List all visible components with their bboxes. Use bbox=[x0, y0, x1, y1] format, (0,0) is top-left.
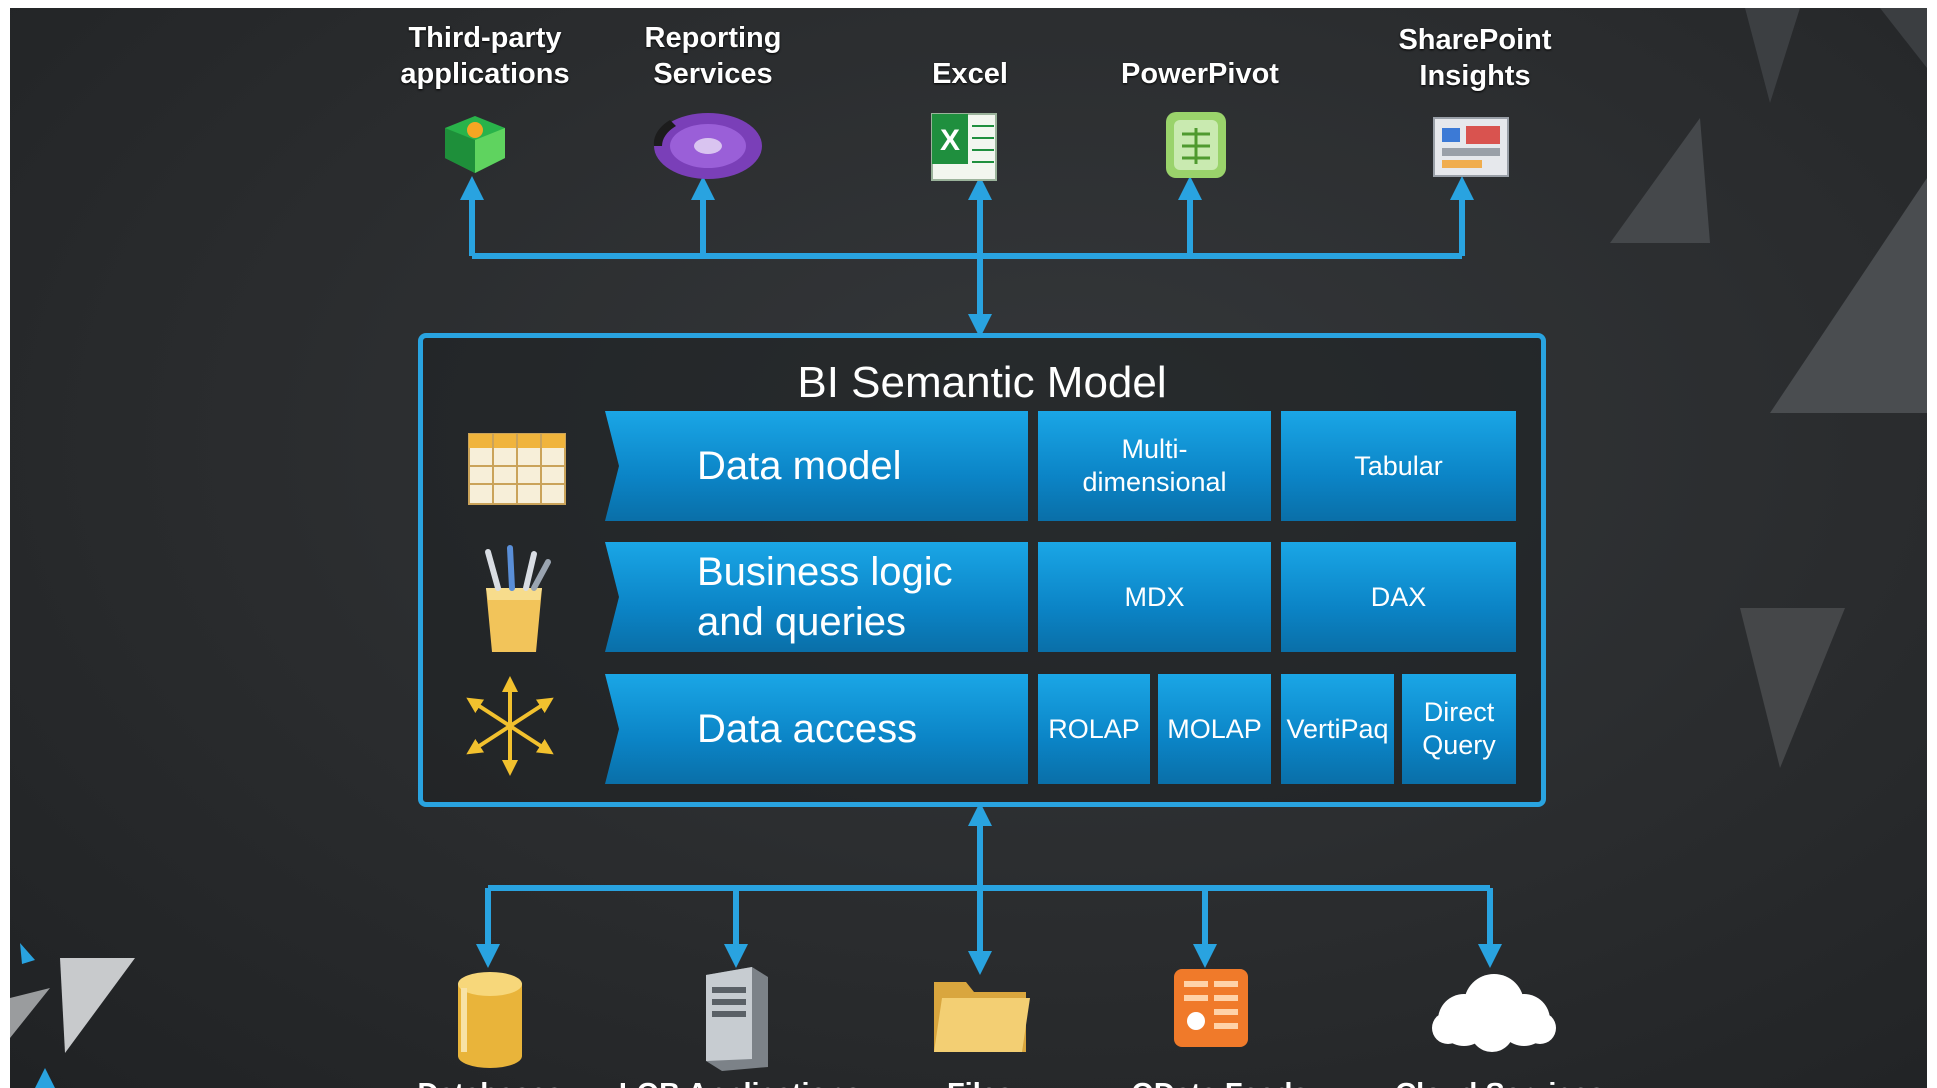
table-grid-icon bbox=[468, 433, 566, 505]
reporting-disc-icon bbox=[653, 113, 762, 179]
cell-molap: MOLAP bbox=[1158, 674, 1271, 784]
source-label-files: Files bbox=[890, 1076, 1070, 1088]
excel-icon: X bbox=[931, 113, 997, 181]
cube-app-icon bbox=[445, 116, 505, 173]
server-icon bbox=[706, 967, 768, 1071]
cell-vertipaq: VertiPaq bbox=[1281, 674, 1394, 784]
model-title: BI Semantic Model bbox=[797, 358, 1167, 407]
tools-cup-icon bbox=[485, 545, 551, 652]
source-label-odata: OData Feeds bbox=[1100, 1076, 1340, 1088]
layer-data-access: Data access bbox=[605, 674, 1028, 784]
cell-mdx: MDX bbox=[1038, 542, 1271, 652]
layer-data-model-label: Data model bbox=[697, 444, 902, 488]
source-label-databases: Databases bbox=[370, 1076, 610, 1088]
cell-tabular: Tabular bbox=[1281, 411, 1516, 521]
cell-rolap: ROLAP bbox=[1038, 674, 1150, 784]
database-icon bbox=[458, 972, 522, 1068]
cell-dax: DAX bbox=[1281, 542, 1516, 652]
layer-data-model: Data model bbox=[605, 411, 1028, 521]
cloud-icon bbox=[1432, 974, 1556, 1052]
source-label-cloud: Cloud Services bbox=[1370, 1076, 1630, 1088]
consumer-label-powerpivot: PowerPivot bbox=[1121, 58, 1279, 90]
layer-business-logic-label: Business logic and queries bbox=[697, 550, 953, 644]
consumer-label-third-party: Third-party applications bbox=[400, 22, 570, 90]
powerpivot-icon bbox=[1166, 112, 1226, 178]
arrows-star-icon bbox=[466, 676, 554, 776]
consumer-label-sharepoint: SharePoint Insights bbox=[1398, 24, 1552, 92]
cell-directquery: Direct Query bbox=[1402, 674, 1516, 784]
background-decoration bbox=[10, 8, 1927, 1088]
connector-lines bbox=[460, 176, 1502, 975]
diagram-canvas: Third-party applications Reporting Servi… bbox=[10, 8, 1927, 1088]
source-label-lob: LOB Applications bbox=[600, 1076, 880, 1088]
folder-icon bbox=[934, 982, 1030, 1052]
svg-text:X: X bbox=[940, 124, 960, 157]
layer-business-logic: Business logic and queries bbox=[605, 542, 1028, 652]
sharepoint-insights-icon bbox=[1433, 117, 1509, 177]
consumer-label-reporting: Reporting Services bbox=[644, 22, 782, 90]
odata-feed-icon bbox=[1174, 969, 1248, 1047]
cell-multidimensional: Multi- dimensional bbox=[1038, 411, 1271, 521]
consumer-label-excel: Excel bbox=[932, 58, 1008, 90]
layer-data-access-label: Data access bbox=[697, 707, 918, 751]
